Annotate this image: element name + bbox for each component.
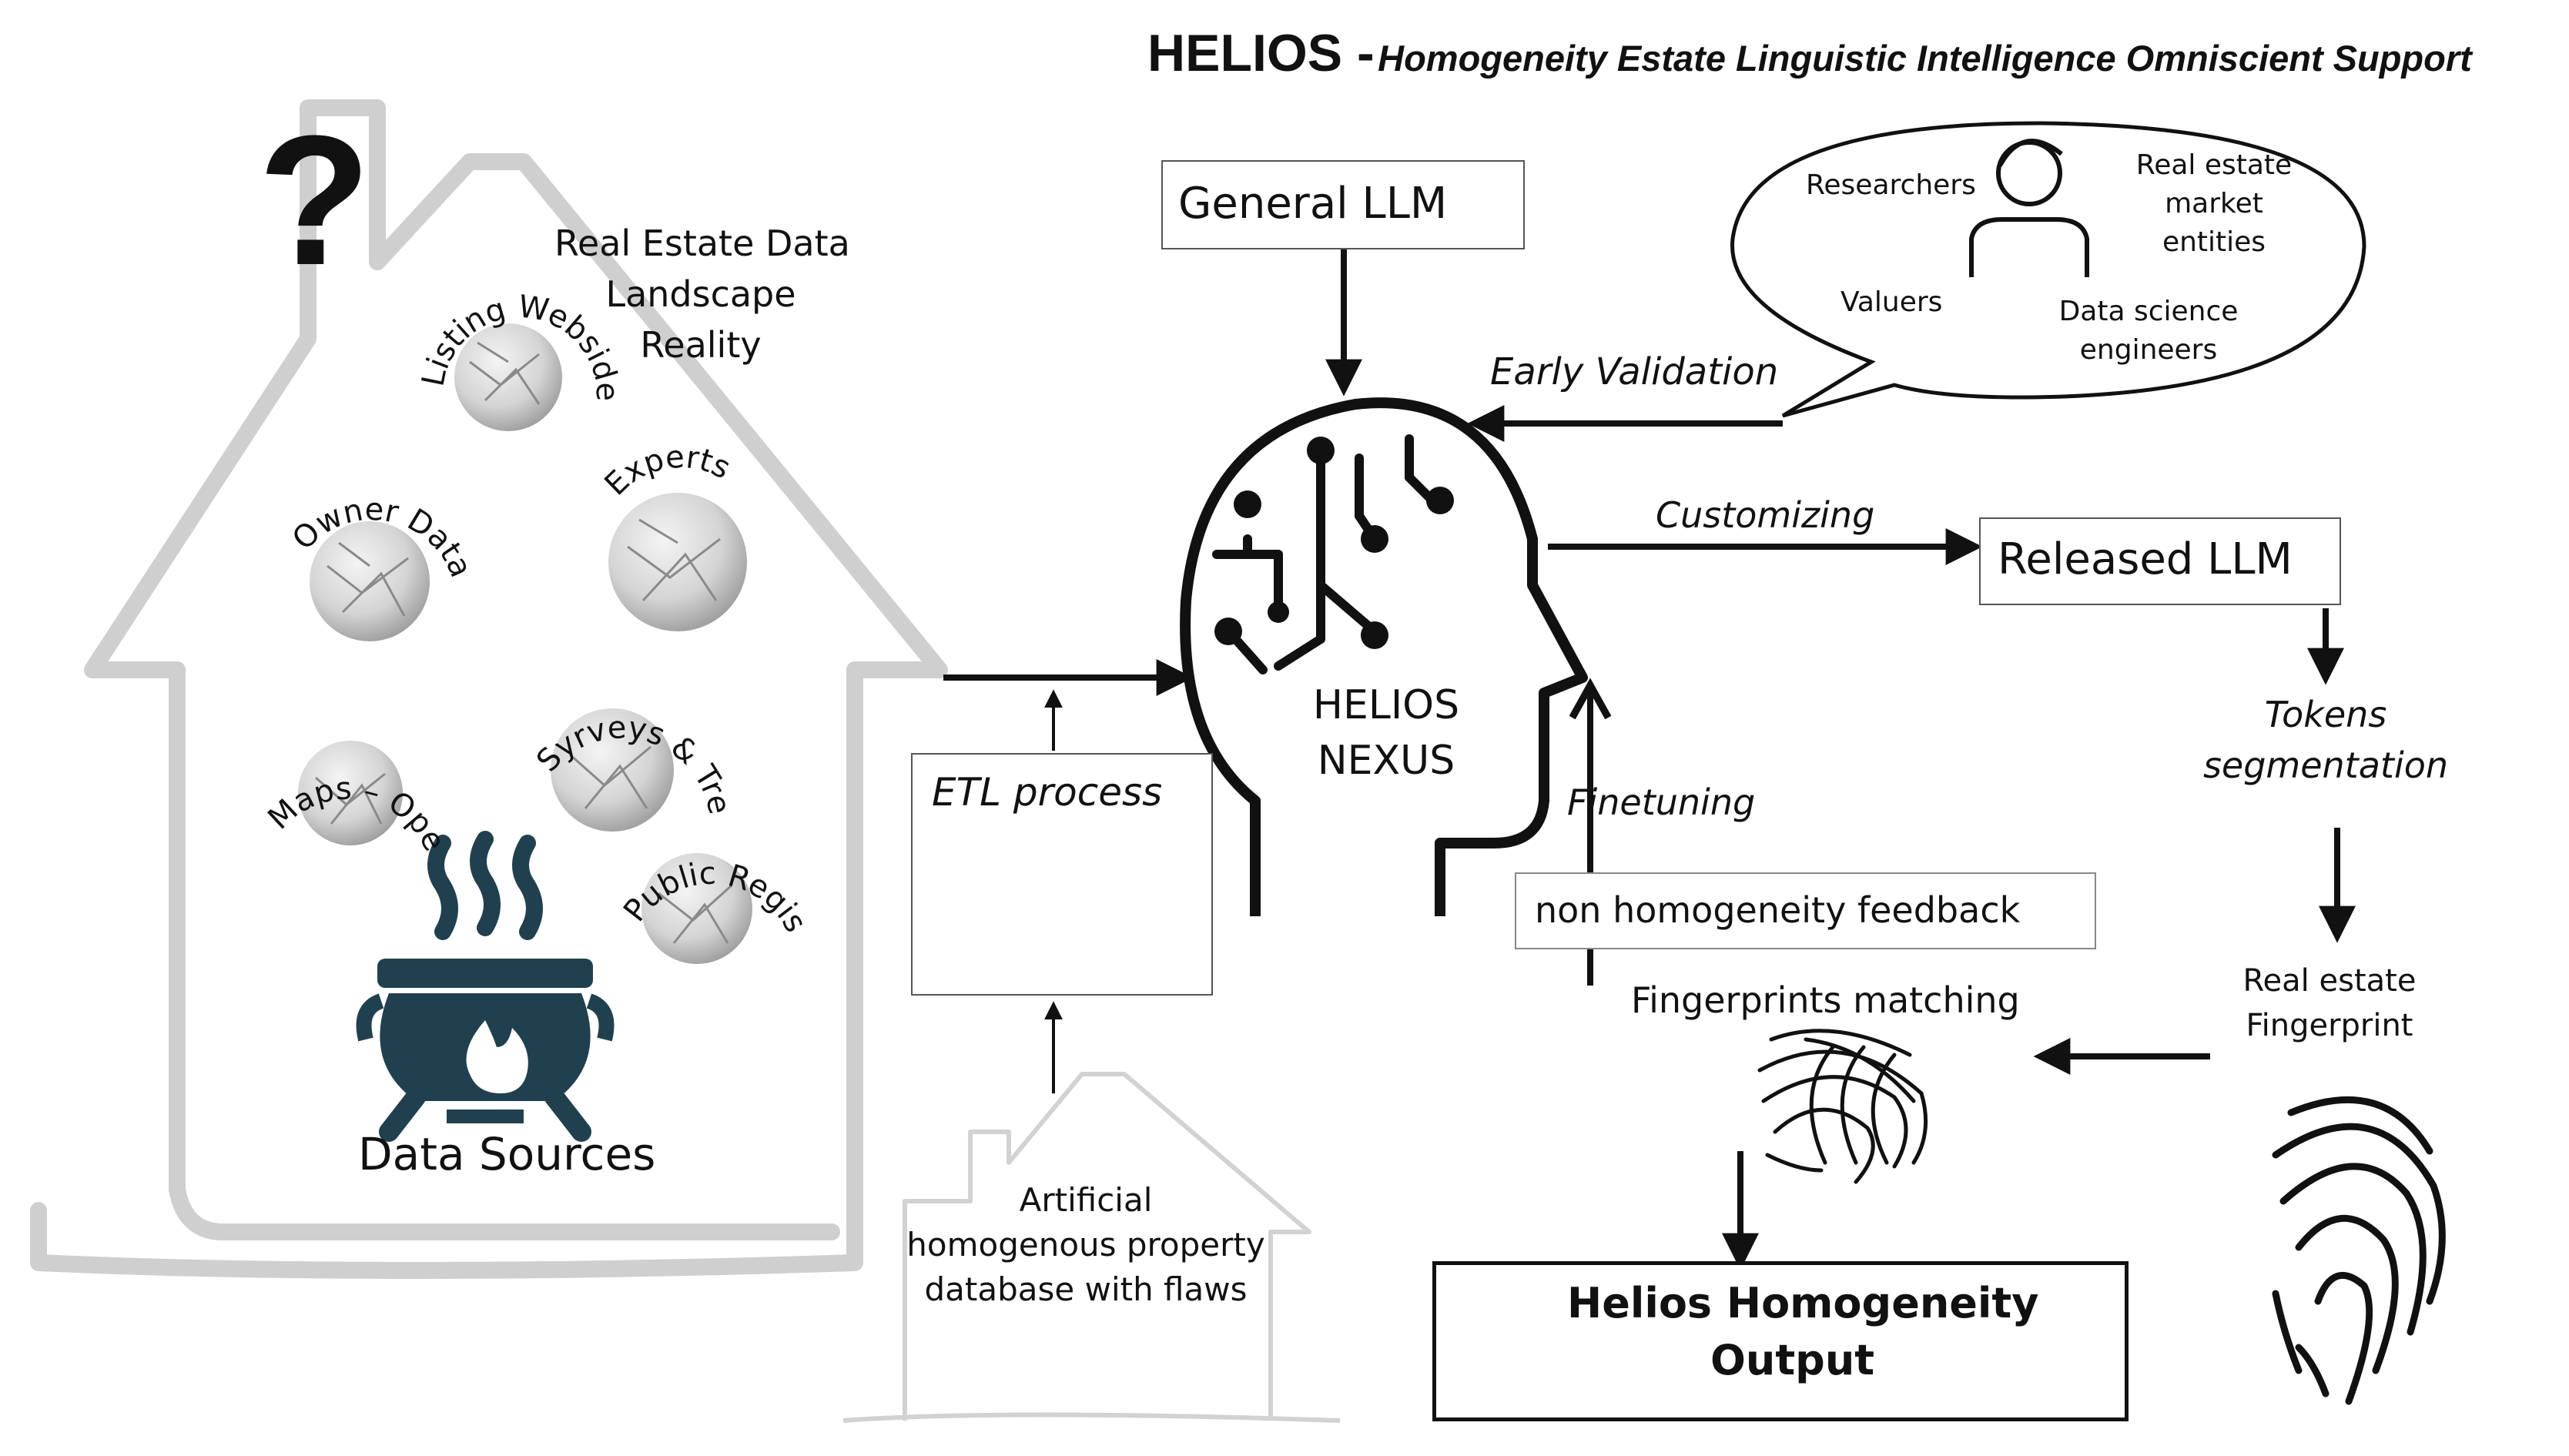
engineers-line-2: engineers bbox=[2079, 334, 2218, 366]
landscape-label: Real Estate Data Landscape Reality bbox=[554, 218, 850, 370]
paper-ball-maps bbox=[298, 741, 403, 845]
tokens-segmentation-label: Tokens segmentation bbox=[2195, 689, 2457, 791]
title: HELIOS - Homogeneity Estate Linguistic I… bbox=[1147, 23, 2472, 83]
paper-ball-experts bbox=[608, 493, 747, 631]
market-entities-line-3: entities bbox=[2162, 226, 2266, 258]
stakeholder-bubble bbox=[1730, 121, 2366, 418]
artificial-db-line-3: database with flaws bbox=[924, 1270, 1248, 1308]
customizing-label: Customizing bbox=[1656, 494, 1875, 536]
market-entities-label: Real estate market entities bbox=[2118, 146, 2310, 262]
fingerprint-icon bbox=[2272, 1096, 2446, 1405]
researchers-label: Researchers bbox=[1806, 169, 1976, 201]
engineers-line-1: Data science bbox=[2058, 296, 2239, 327]
title-subtitle: Homogeneity Estate Linguistic Intelligen… bbox=[1378, 38, 2472, 79]
feedback-label: non homogeneity feedback bbox=[1535, 889, 2021, 931]
output-box: Helios Homogeneity Output bbox=[1432, 1261, 2129, 1421]
tokens-line-2: segmentation bbox=[2202, 745, 2449, 786]
market-entities-line-2: market bbox=[2165, 188, 2263, 219]
fingerprints-matching-label: Fingerprints matching bbox=[1631, 979, 2020, 1021]
output-line-1: Helios Homogeneity bbox=[1567, 1279, 2039, 1327]
fingerprint-matching-icon bbox=[1757, 1029, 1928, 1184]
tokens-line-1: Tokens bbox=[2264, 694, 2387, 735]
artificial-db-line-1: Artificial bbox=[1019, 1181, 1153, 1219]
etl-box: ETL process bbox=[911, 753, 1213, 996]
general-llm-label: General LLM bbox=[1178, 179, 1448, 229]
valuers-label: Valuers bbox=[1841, 286, 1943, 318]
fingerprint-label: Real estate Fingerprint bbox=[2218, 959, 2441, 1048]
paper-ball-listing bbox=[454, 323, 562, 431]
nexus-label: HELIOS NEXUS bbox=[1278, 678, 1494, 788]
cauldron-icon bbox=[356, 831, 615, 1142]
paper-ball-surveys bbox=[551, 708, 674, 832]
engineers-label: Data science engineers bbox=[2048, 293, 2249, 370]
fingerprint-line-2: Fingerprint bbox=[2246, 1008, 2413, 1043]
source-label-experts: Experts bbox=[598, 440, 736, 503]
landscape-line-3: Reality bbox=[640, 324, 762, 366]
output-line-2: Output bbox=[1710, 1336, 1875, 1384]
paper-ball-owner bbox=[310, 521, 430, 641]
small-house-outline bbox=[842, 1072, 1341, 1423]
fingerprint-line-1: Real estate bbox=[2242, 963, 2417, 999]
paper-ball-registers bbox=[641, 853, 752, 964]
question-mark: ? bbox=[258, 97, 371, 303]
circuit-icon bbox=[1212, 434, 1454, 674]
data-sources-label: Data Sources bbox=[358, 1128, 656, 1180]
head-outline bbox=[1180, 397, 1588, 916]
landscape-line-2: Landscape bbox=[605, 273, 796, 315]
nexus-line-1: HELIOS bbox=[1312, 682, 1460, 728]
market-entities-line-1: Real estate bbox=[2135, 149, 2293, 181]
released-llm-box: Released LLM bbox=[1979, 517, 2341, 605]
left-house-outline bbox=[30, 99, 948, 1279]
artificial-db-label: Artificial homogenous property database … bbox=[893, 1178, 1278, 1312]
early-validation-label: Early Validation bbox=[1490, 350, 1779, 393]
released-llm-label: Released LLM bbox=[1998, 534, 2293, 584]
landscape-line-1: Real Estate Data bbox=[554, 223, 850, 264]
feedback-box: non homogeneity feedback bbox=[1515, 872, 2096, 949]
finetuning-label: Finetuning bbox=[1567, 782, 1756, 823]
general-llm-box: General LLM bbox=[1161, 160, 1525, 249]
person-icon bbox=[1969, 139, 2089, 277]
etl-label: ETL process bbox=[932, 770, 1163, 815]
nexus-line-2: NEXUS bbox=[1317, 738, 1455, 784]
title-main: HELIOS - bbox=[1147, 24, 1375, 82]
artificial-db-line-2: homogenous property bbox=[906, 1226, 1265, 1264]
